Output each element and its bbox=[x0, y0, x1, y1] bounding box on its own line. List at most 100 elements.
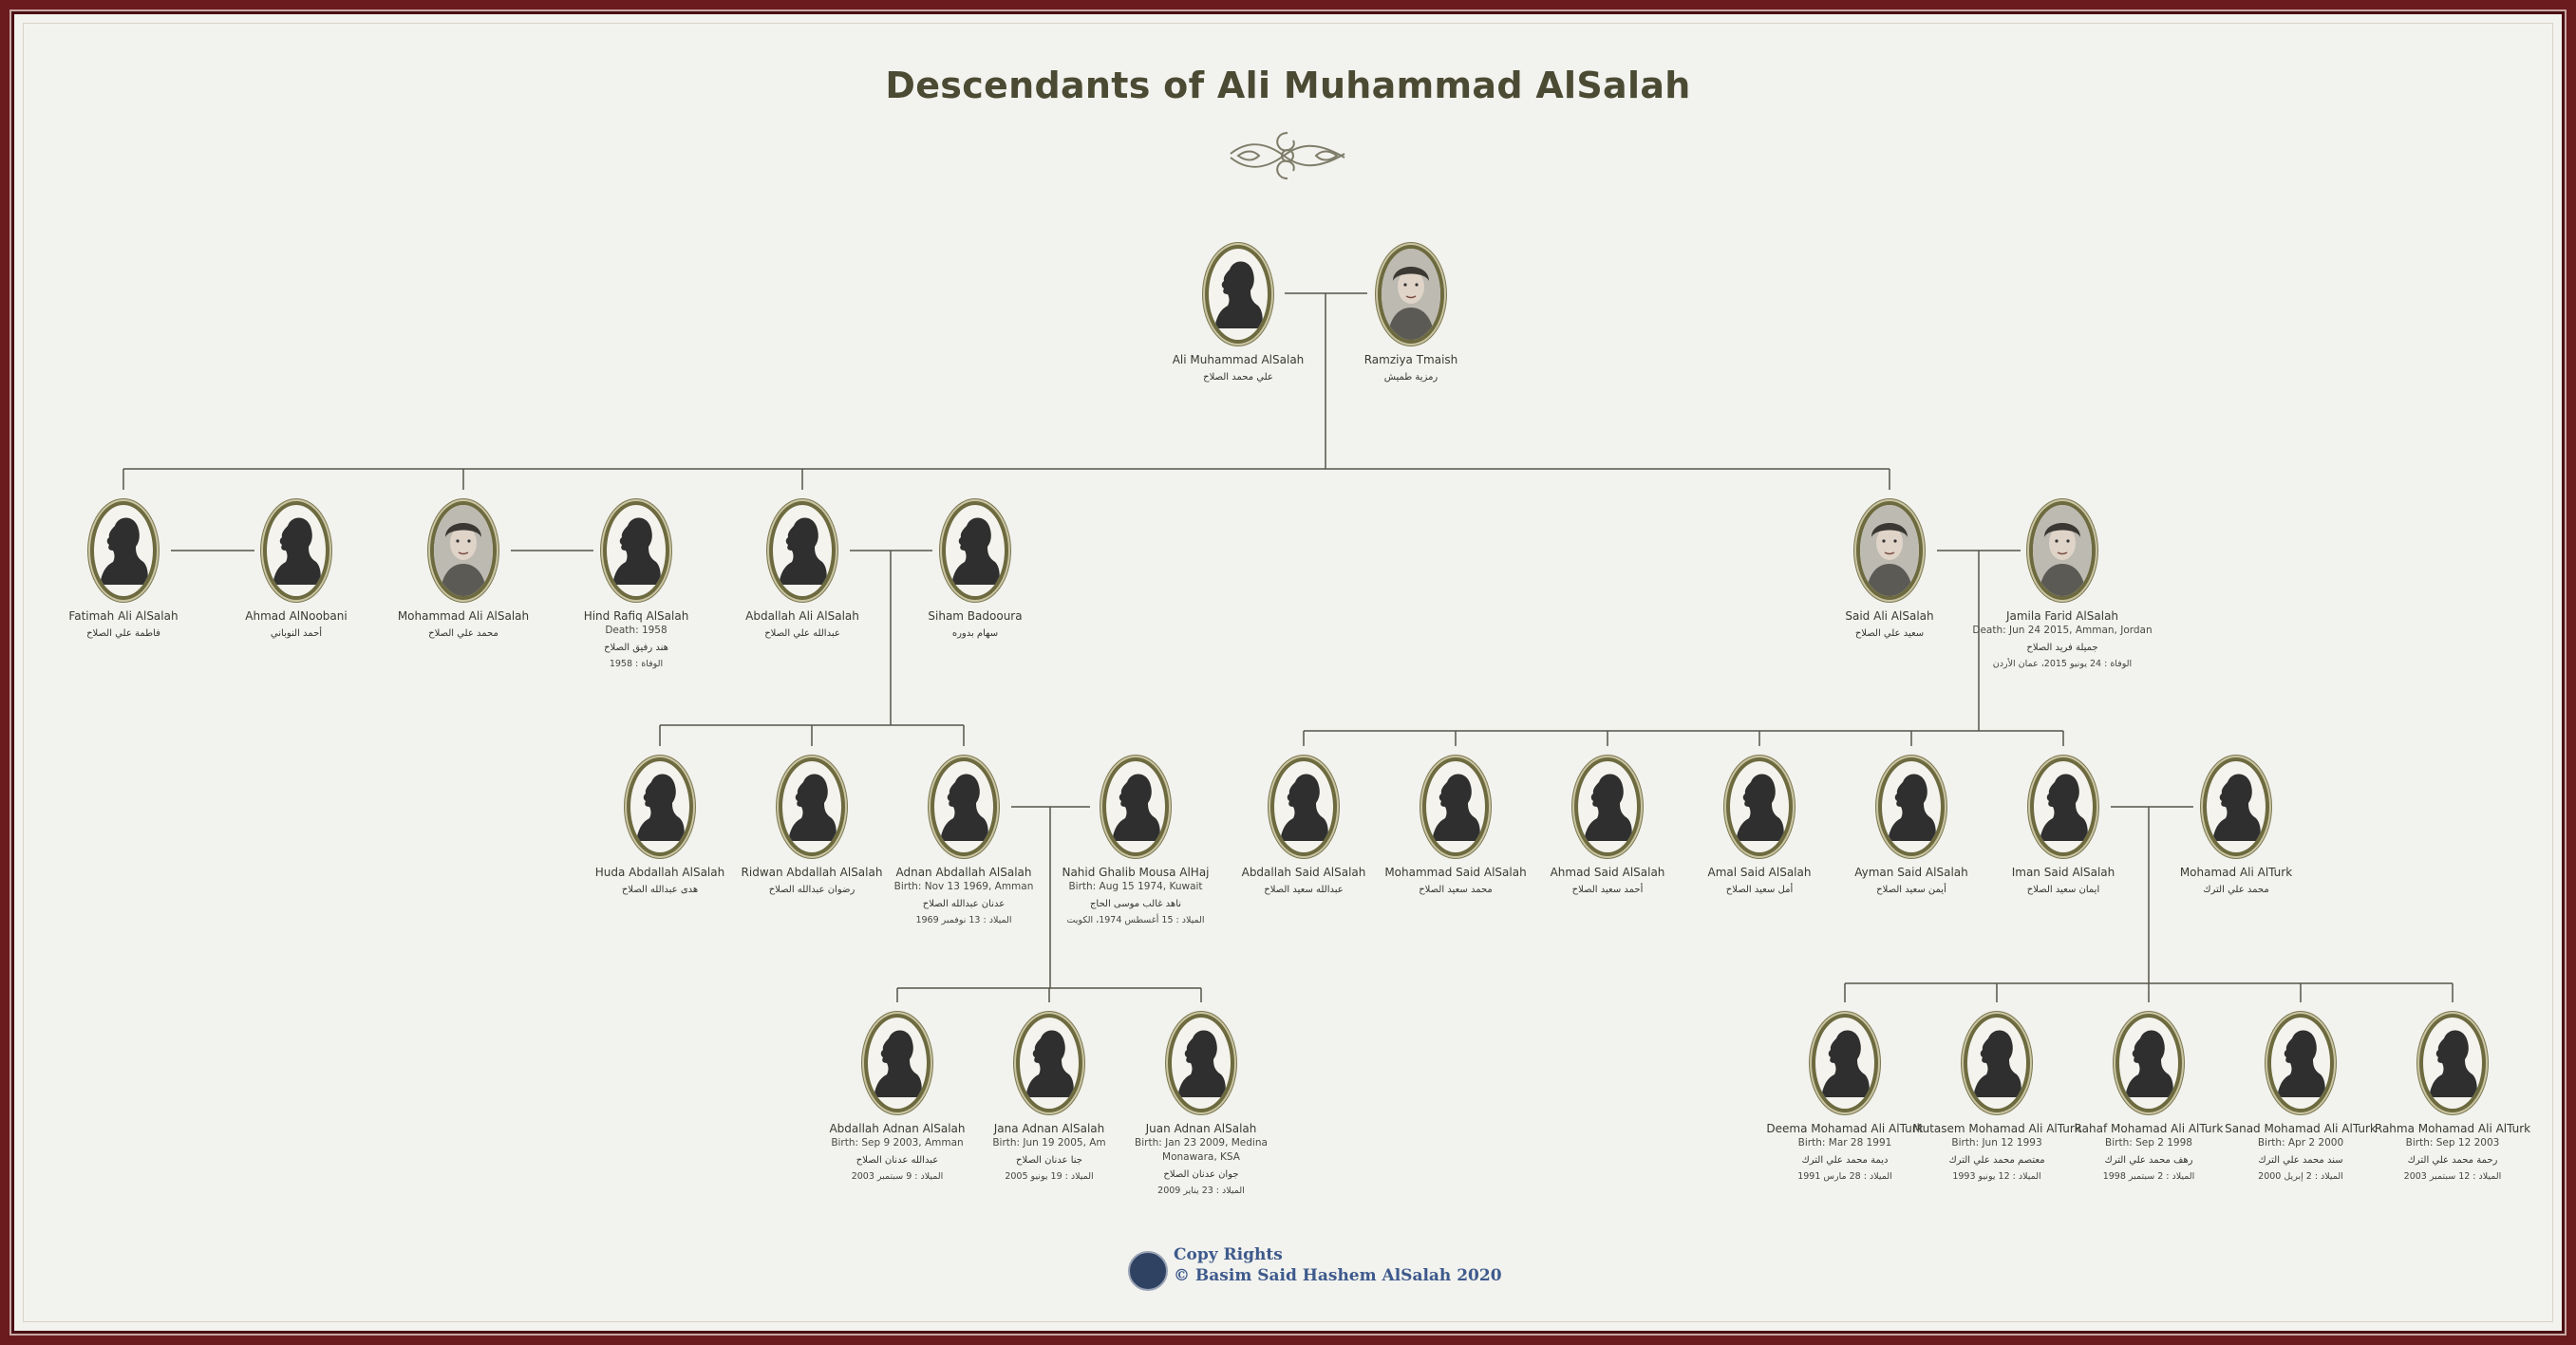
person-name-arabic: أيمن سعيد الصلاح bbox=[1876, 885, 1946, 895]
person-name-arabic: عبدالله عدنان الصلاح bbox=[856, 1155, 939, 1166]
person-name: Mutasem Mohamad Ali AlTurk bbox=[1912, 1122, 2081, 1135]
person-life-event: Birth: Jun 19 2005, Am bbox=[992, 1137, 1106, 1149]
person-name-arabic: جميلة فريد الصلاح bbox=[2026, 643, 2098, 653]
person-life-event-arabic: الميلاد : 2 سبتمبر 1998 bbox=[2102, 1171, 2195, 1182]
person-name-arabic: ناهد غالب موسى الحاج bbox=[1089, 899, 1182, 909]
person-name: Rahma Mohamad Ali AlTurk bbox=[2374, 1122, 2531, 1135]
silhouette-icon[interactable] bbox=[864, 1014, 931, 1112]
person-name-arabic: عبدالله سعيد الصلاح bbox=[1264, 885, 1344, 895]
portrait-photo[interactable] bbox=[1378, 245, 1444, 344]
person-life-event-arabic: الميلاد : 13 نوفمبر 1969 bbox=[915, 915, 1012, 925]
person-life-event-arabic: الوفاة : 24 يونيو 2015، عمان الأردن bbox=[1992, 659, 2133, 669]
silhouette-icon[interactable] bbox=[2115, 1014, 2182, 1112]
silhouette-icon[interactable] bbox=[942, 501, 1008, 600]
person-ayman[interactable]: Ayman Said AlSalah أيمن سعيد الصلاح bbox=[1821, 757, 2002, 897]
person-name: Ahmad Said AlSalah bbox=[1550, 866, 1665, 879]
silhouette-icon[interactable] bbox=[1168, 1014, 1234, 1112]
person-name-arabic: علي محمد الصلاح bbox=[1203, 372, 1273, 383]
person-life-event: Birth: Sep 9 2003, Amman bbox=[831, 1137, 964, 1149]
person-name-arabic: محمد سعيد الصلاح bbox=[1419, 885, 1493, 895]
silhouette-icon[interactable] bbox=[1878, 757, 1945, 856]
person-fatimah[interactable]: Fatimah Ali AlSalah فاطمة علي الصلاح bbox=[33, 501, 214, 641]
person-life-event-arabic: الميلاد : 19 يونيو 2005 bbox=[1005, 1171, 1094, 1182]
silhouette-icon[interactable] bbox=[1016, 1014, 1082, 1112]
ornament-flourish-icon bbox=[1230, 132, 1345, 179]
person-name: Fatimah Ali AlSalah bbox=[68, 609, 179, 623]
person-name: Ayman Said AlSalah bbox=[1854, 866, 1968, 879]
person-name: Abdallah Adnan AlSalah bbox=[829, 1122, 966, 1135]
silhouette-icon[interactable] bbox=[627, 757, 693, 856]
person-name: Ahmad AlNoobani bbox=[245, 609, 348, 623]
portrait-photo[interactable] bbox=[2029, 501, 2096, 600]
person-name: Adnan Abdallah AlSalah bbox=[895, 866, 1032, 879]
person-life-event-arabic: الميلاد : 23 يناير 2009 bbox=[1157, 1186, 1245, 1196]
silhouette-icon[interactable] bbox=[779, 757, 845, 856]
silhouette-icon[interactable] bbox=[1574, 757, 1641, 856]
chart-title: Descendants of Ali Muhammad AlSalah bbox=[885, 65, 1691, 106]
silhouette-icon[interactable] bbox=[1102, 757, 1169, 856]
person-life-event: Birth: Sep 12 2003 bbox=[2405, 1137, 2500, 1149]
person-name-arabic: معتصم محمد علي الترك bbox=[1948, 1155, 2045, 1166]
person-name-arabic: فاطمة علي الصلاح bbox=[86, 628, 160, 639]
silhouette-icon[interactable] bbox=[2030, 757, 2097, 856]
silhouette-icon[interactable] bbox=[2419, 1014, 2486, 1112]
person-name-arabic: سعيد علي الصلاح bbox=[1854, 628, 1925, 639]
silhouette-icon[interactable] bbox=[1812, 1014, 1878, 1112]
silhouette-icon[interactable] bbox=[90, 501, 157, 600]
person-name-arabic: رهف محمد علي الترك bbox=[2104, 1155, 2193, 1166]
silhouette-icon[interactable] bbox=[1422, 757, 1489, 856]
silhouette-icon[interactable] bbox=[1964, 1014, 2030, 1112]
portrait-photo[interactable] bbox=[1856, 501, 1923, 600]
person-life-event-arabic: الميلاد : 28 مارس 1991 bbox=[1797, 1171, 1892, 1182]
person-ali[interactable]: Ali Muhammad AlSalah علي محمد الصلاح bbox=[1148, 245, 1328, 384]
silhouette-icon[interactable] bbox=[769, 501, 836, 600]
silhouette-icon[interactable] bbox=[1270, 757, 1337, 856]
silhouette-icon[interactable] bbox=[2267, 1014, 2334, 1112]
portrait-photo[interactable] bbox=[430, 501, 497, 600]
silhouette-icon[interactable] bbox=[263, 501, 329, 600]
person-name: Ali Muhammad AlSalah bbox=[1172, 353, 1305, 366]
silhouette-icon[interactable] bbox=[2203, 757, 2269, 856]
person-name: Jana Adnan AlSalah bbox=[993, 1122, 1105, 1135]
person-name: Hind Rafiq AlSalah bbox=[583, 609, 689, 623]
silhouette-icon[interactable] bbox=[1726, 757, 1793, 856]
copyright-owner: © Basim Said Hashem AlSalah 2020 bbox=[1174, 1266, 1502, 1285]
silhouette-icon[interactable] bbox=[931, 757, 997, 856]
person-name-arabic: رحمة محمد علي الترك bbox=[2407, 1155, 2498, 1166]
person-name: Mohammad Ali AlSalah bbox=[397, 609, 530, 623]
silhouette-icon[interactable] bbox=[1205, 245, 1271, 344]
family-crest-icon bbox=[1128, 1251, 1168, 1291]
silhouette-icon[interactable] bbox=[603, 501, 669, 600]
person-life-event: Birth: Nov 13 1969, Amman bbox=[893, 881, 1034, 892]
person-name-arabic: ديمة محمد علي الترك bbox=[1801, 1155, 1889, 1166]
person-name: Sanad Mohamad Ali AlTurk bbox=[2225, 1122, 2377, 1135]
